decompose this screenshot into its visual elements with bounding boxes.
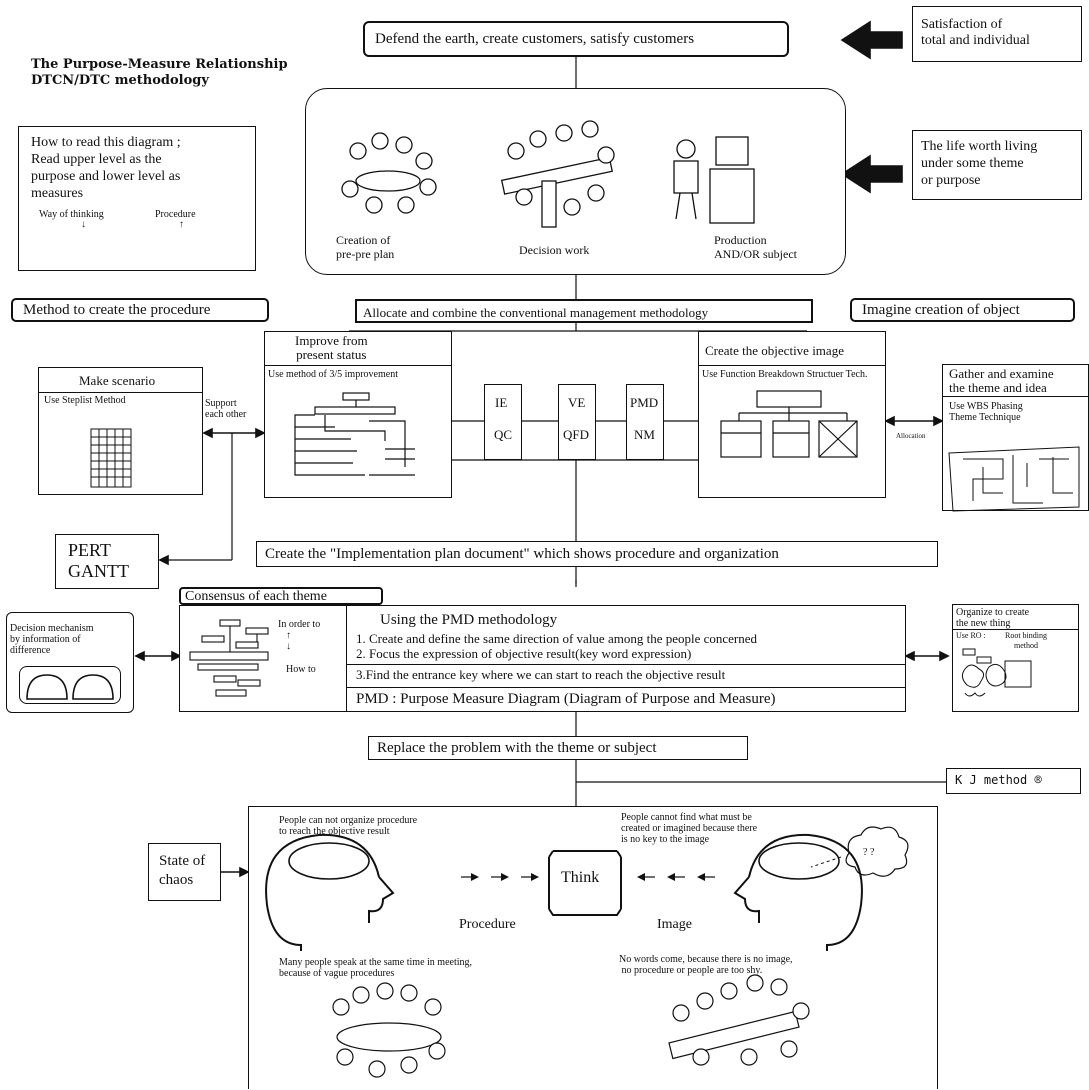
how-to-read-box: How to read this diagram ; Read upper le… <box>18 126 256 271</box>
decision-mechanism-text: Decision mechanism by information of dif… <box>10 623 94 656</box>
ve-label: VE <box>568 395 586 410</box>
ie-label: IE <box>495 395 508 410</box>
ve-qfd-box: VE QFD <box>558 384 596 460</box>
pmd-nm-box: PMD NM <box>626 384 664 460</box>
scenario-title: Make scenario <box>79 373 156 388</box>
bottom-illustrations <box>265 826 909 1078</box>
right-bottom-text: No words come, because there is no image… <box>619 954 793 976</box>
allocate-box: Allocate and combine the conventional ma… <box>355 299 813 323</box>
kj-method-text: K J method ® <box>955 773 1042 787</box>
pmd-mini-diagram <box>189 619 269 697</box>
improve-box: Improve from present status Use method o… <box>264 331 452 498</box>
meeting-illustrations <box>341 120 755 228</box>
pmd-label: PMD <box>630 395 659 410</box>
organize-sub-left: Use RO : <box>956 631 986 640</box>
replace-box: Replace the problem with the theme or su… <box>368 736 748 760</box>
wbs-diagram <box>948 446 1080 512</box>
objective-box: Create the objective image Use Function … <box>698 331 886 498</box>
stage-production: Production AND/OR subject <box>714 233 797 261</box>
steplist-grid <box>90 428 132 488</box>
stage-creation: Creation of pre-pre plan <box>336 233 395 261</box>
up-arrow-icon: ↑ <box>179 219 184 230</box>
pmd-heading: Using the PMD methodology <box>380 612 558 628</box>
cloud-question-marks: ? ? <box>863 847 875 858</box>
down-arrow-icon: ↓ <box>81 219 86 230</box>
gather-box: Gather and examine the theme and idea Us… <box>942 364 1089 512</box>
root-binding-diagram <box>961 648 1032 697</box>
allocate-text: Allocate and combine the conventional ma… <box>363 305 709 320</box>
diagram-title-line-1: The Purpose-Measure Relationship <box>31 57 288 72</box>
improve-sub: Use method of 3/5 improvement <box>268 369 398 380</box>
scenario-sub: Use Steplist Method <box>44 395 126 406</box>
think-label: Think <box>561 869 600 886</box>
implementation-text: Create the "Implementation plan document… <box>265 546 779 562</box>
qc-label: QC <box>494 427 513 442</box>
image-flow-label: Image <box>657 917 692 932</box>
organize-box: Organize to create the new thing Use RO … <box>952 604 1079 712</box>
scenario-box: Make scenario Use Steplist Method <box>38 367 203 495</box>
life-worth-text: The life worth living under some theme o… <box>921 139 1038 188</box>
implementation-box: Create the "Implementation plan document… <box>256 541 938 567</box>
up-down-arrow-icon: ↑↓ <box>286 630 291 652</box>
objective-title: Create the objective image <box>705 343 844 358</box>
improve-title: Improve from present status <box>295 333 368 362</box>
pmd-item-2: 2. Focus the expression of objective res… <box>356 646 692 661</box>
bottom-panel: People can not organize procedure to rea… <box>248 806 938 1089</box>
pert-gantt-box: PERT GANTT <box>55 534 159 589</box>
pert-gantt-text: PERT GANTT <box>68 540 129 581</box>
gather-title: Gather and examine the theme and idea <box>949 366 1054 395</box>
stage-decision: Decision work <box>519 243 590 257</box>
how-to-read-text: How to read this diagram ; Read upper le… <box>31 135 181 201</box>
organize-sub-right: Root binding method <box>1005 631 1048 650</box>
method-text: Method to create the procedure <box>23 302 211 318</box>
objective-sub: Use Function Breakdown Structuer Tech. <box>702 369 868 380</box>
consensus-text: Consensus of each theme <box>185 589 327 604</box>
how-to-label: How to <box>286 664 316 675</box>
consensus-box: Consensus of each theme <box>179 587 383 605</box>
right-top-text: People cannot find what must be created … <box>621 812 758 845</box>
pmd-footer: PMD : Purpose Measure Diagram (Diagram o… <box>356 691 776 707</box>
improve-tree-diagram <box>294 392 415 476</box>
workflow-panel: Creation of pre-pre plan Decision work P… <box>305 88 846 275</box>
qfd-label: QFD <box>563 427 590 442</box>
replace-text: Replace the problem with the theme or su… <box>377 740 657 756</box>
top-purpose-text: Defend the earth, create customers, sati… <box>375 31 695 47</box>
procedure-flow-label: Procedure <box>459 917 516 932</box>
imagine-box: Imagine creation of object <box>850 298 1075 322</box>
way-of-thinking-label: Way of thinking <box>39 209 104 220</box>
left-bottom-text: Many people speak at the same time in me… <box>279 957 472 979</box>
chaos-box: State of chaos <box>148 843 221 901</box>
procedure-label: Procedure <box>155 209 196 220</box>
left-top-text: People can not organize procedure to rea… <box>279 815 418 837</box>
ie-qc-box: IE QC <box>484 384 522 460</box>
chaos-text: State of chaos <box>159 853 206 888</box>
satisfaction-box: Satisfaction of total and individual <box>912 6 1082 62</box>
pmd-item-3: 3.Find the entrance key where we can sta… <box>356 667 726 682</box>
function-breakdown-diagram <box>720 390 858 458</box>
life-worth-box: The life worth living under some theme o… <box>912 130 1082 200</box>
gather-sub: Use WBS Phasing Theme Technique <box>949 401 1023 423</box>
diagram-title-line-2: DTCN/DTC methodology <box>31 73 209 88</box>
decision-mechanism-box: Decision mechanism by information of dif… <box>6 612 134 713</box>
support-label: Support each other <box>205 398 247 420</box>
nm-label: NM <box>634 427 655 442</box>
satisfaction-text: Satisfaction of total and individual <box>921 17 1030 48</box>
pmd-item-1: 1. Create and define the same direction … <box>356 631 758 646</box>
method-box: Method to create the procedure <box>11 298 269 322</box>
allocation-label: Allocation <box>896 432 926 440</box>
in-order-to-label: In order to <box>278 619 321 630</box>
organize-title: Organize to create the new thing <box>956 607 1030 629</box>
top-purpose-box: Defend the earth, create customers, sati… <box>363 21 789 57</box>
pmd-block: In order to ↑↓ How to Using the PMD meth… <box>179 605 906 712</box>
imagine-text: Imagine creation of object <box>862 302 1020 318</box>
kj-method-box: K J method ® <box>946 768 1081 794</box>
dome-shapes <box>26 674 114 700</box>
